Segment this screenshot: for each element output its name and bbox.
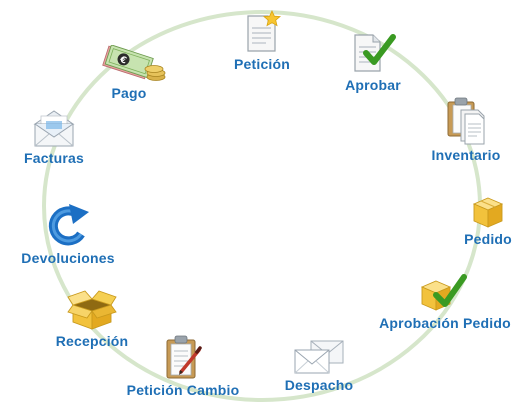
document-check-icon bbox=[354, 34, 396, 72]
step-label: Despacho bbox=[284, 377, 354, 393]
step-label: Pago bbox=[111, 85, 147, 101]
step-peticion[interactable]: Petición bbox=[234, 10, 290, 72]
money-coins-icon: € bbox=[102, 45, 166, 81]
step-label: Devoluciones bbox=[21, 250, 115, 266]
step-label: Aprobar bbox=[345, 77, 401, 93]
step-pago[interactable]: € Pago bbox=[102, 45, 166, 101]
step-aprobacion-pedido[interactable]: Aprobación Pedido bbox=[379, 274, 511, 331]
step-despacho[interactable]: Despacho bbox=[285, 340, 353, 393]
step-peticion-cambio[interactable]: Petición Cambio bbox=[127, 335, 239, 398]
step-label: Recepción bbox=[55, 333, 129, 349]
step-aprobar[interactable]: Aprobar bbox=[345, 34, 401, 93]
clipboard-pen-icon bbox=[166, 335, 202, 379]
step-label: Aprobación Pedido bbox=[379, 315, 511, 331]
step-label: Petición bbox=[233, 56, 291, 72]
step-recepcion[interactable]: Recepción bbox=[56, 290, 128, 349]
document-star-icon bbox=[247, 10, 282, 52]
step-label: Facturas bbox=[24, 150, 84, 166]
clipboard-documents-icon bbox=[447, 97, 485, 145]
step-label: Inventario bbox=[431, 147, 501, 163]
refresh-arrow-icon bbox=[48, 204, 89, 246]
step-label: Petición Cambio bbox=[126, 382, 240, 398]
envelopes-icon bbox=[294, 340, 344, 374]
step-inventario[interactable]: Inventario bbox=[432, 97, 500, 163]
step-label: Pedido bbox=[464, 231, 512, 247]
svg-text:€: € bbox=[118, 55, 128, 67]
open-box-icon bbox=[67, 290, 117, 330]
box-check-icon bbox=[420, 274, 467, 311]
box-icon bbox=[472, 197, 504, 228]
open-envelope-icon bbox=[33, 110, 75, 147]
step-facturas[interactable]: Facturas bbox=[24, 110, 84, 166]
step-devoluciones[interactable]: Devoluciones bbox=[21, 204, 115, 266]
step-pedido[interactable]: Pedido bbox=[464, 197, 512, 247]
